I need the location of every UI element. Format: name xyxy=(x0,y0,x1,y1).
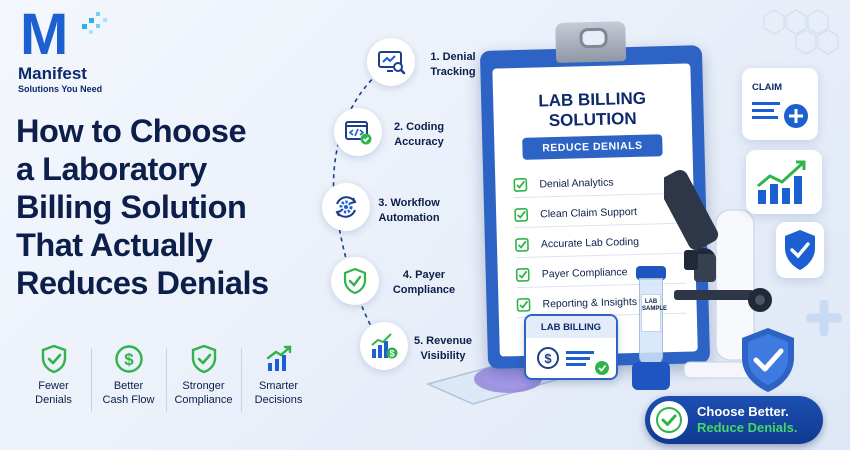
gear-cycle-icon xyxy=(335,196,357,218)
svg-text:$: $ xyxy=(389,349,394,359)
title-line: How to Choose xyxy=(16,113,247,149)
benefit-label: Denials xyxy=(35,394,72,406)
logo-tagline: Solutions You Need xyxy=(18,84,103,94)
check-icon xyxy=(656,407,682,433)
benefit-label: Compliance xyxy=(174,394,233,406)
step-5-badge: $ xyxy=(360,322,408,370)
clipboard-title: SOLUTION xyxy=(548,108,637,131)
cta-line-1: Choose Better. xyxy=(697,404,789,419)
benefit-label: Smarter xyxy=(258,380,299,392)
checkbox-checked-icon xyxy=(515,237,529,252)
benefit-label: Better xyxy=(113,380,144,392)
title-line: Reduces Denials xyxy=(16,265,269,301)
choose-better-badge: Choose Better. Reduce Denials. xyxy=(645,396,823,444)
svg-text:$: $ xyxy=(124,350,134,369)
title-line: a Laboratory xyxy=(16,151,207,187)
clipboard-paper: LAB BILLING SOLUTION REDUCE DENIALS Deni… xyxy=(492,63,698,357)
step-5-label: 5. Revenue Visibility xyxy=(413,335,473,362)
sample-tube: LAB SAMPLE xyxy=(632,266,670,394)
hexagon-pattern-decor xyxy=(763,9,839,55)
checklist-item: Accurate Lab Coding xyxy=(514,227,686,259)
benefits-row: Fewer Denials $ Better Cash Flow Stronge… xyxy=(16,344,316,424)
checklist-item: Denial Analytics xyxy=(513,167,684,199)
benefit-label: Cash Flow xyxy=(102,394,155,406)
revenue-chart-icon: $ xyxy=(371,333,398,359)
step-1-badge xyxy=(367,38,415,86)
claim-card: CLAIM xyxy=(742,68,818,140)
dollar-circle-icon: $ xyxy=(114,345,143,373)
benefit-label: Stronger xyxy=(182,380,225,392)
step-4-badge xyxy=(331,257,379,305)
cta-check-badge xyxy=(650,401,688,439)
clipboard-clip xyxy=(555,21,627,63)
tube-label: LAB xyxy=(644,299,658,305)
lab-card-title: LAB BILLING xyxy=(526,316,616,338)
plus-decor-icon xyxy=(806,300,842,336)
benefit-smarter-decisions: Smarter Decisions xyxy=(241,344,316,424)
benefit-label: Decisions xyxy=(254,394,303,406)
checklist-item: Payer Compliance xyxy=(515,257,687,289)
lab-billing-card: LAB BILLING $ xyxy=(524,314,618,380)
benefit-fewer-denials: Fewer Denials xyxy=(16,344,91,424)
shield-check-icon xyxy=(343,267,367,295)
svg-text:$: $ xyxy=(544,351,552,366)
shield-check-icon xyxy=(785,230,815,270)
bar-chart-icon xyxy=(266,345,291,371)
logo-name: Manifest xyxy=(18,64,87,83)
benefit-label: Fewer xyxy=(38,380,69,392)
step-4-label: 4. Payer Compliance xyxy=(392,269,456,296)
claim-plus-icon xyxy=(752,102,808,128)
title-line: That Actually xyxy=(16,227,213,263)
code-check-icon xyxy=(345,121,372,145)
step-3-label: 3. Workflow Automation xyxy=(378,197,440,224)
growth-chart-card xyxy=(746,150,822,214)
cta-line-2: Reduce Denials. xyxy=(697,420,798,435)
step-2-badge xyxy=(334,108,382,156)
logo-dots-icon xyxy=(82,12,107,34)
brand-logo: M Manifest Solutions You Need xyxy=(14,2,134,96)
checklist-item: Clean Claim Support xyxy=(513,197,685,229)
dollar-document-icon: $ xyxy=(537,347,609,375)
large-shield-check-icon xyxy=(742,328,794,392)
checkbox-checked-icon xyxy=(513,177,528,192)
monitor-search-icon xyxy=(378,51,406,75)
tube-label: SAMPLE xyxy=(642,306,668,312)
claim-label: CLAIM xyxy=(752,82,783,93)
page-title: How to Choose a Laboratory Billing Solut… xyxy=(16,112,321,302)
benefit-stronger-compliance: Stronger Compliance xyxy=(166,344,241,424)
checkbox-checked-icon xyxy=(516,297,531,312)
shield-check-icon xyxy=(41,344,66,374)
step-3-badge xyxy=(322,183,370,231)
growth-chart-icon xyxy=(757,160,806,204)
clipboard-card: LAB BILLING SOLUTION REDUCE DENIALS Deni… xyxy=(479,21,711,369)
shield-check-icon xyxy=(191,344,216,374)
title-line: Billing Solution xyxy=(16,189,247,225)
logo-mark: M xyxy=(20,2,68,67)
step-1-label: 1. Denial Tracking xyxy=(430,51,476,78)
benefit-better-cash-flow: $ Better Cash Flow xyxy=(91,344,166,424)
step-2-label: 2. Coding Accuracy xyxy=(393,121,445,148)
checkbox-checked-icon xyxy=(514,207,529,222)
checkbox-checked-icon xyxy=(515,267,530,282)
reduce-denials-pill: REDUCE DENIALS xyxy=(522,134,663,160)
checklist-item: Reporting & Insights xyxy=(516,287,687,319)
shield-card xyxy=(776,222,824,278)
